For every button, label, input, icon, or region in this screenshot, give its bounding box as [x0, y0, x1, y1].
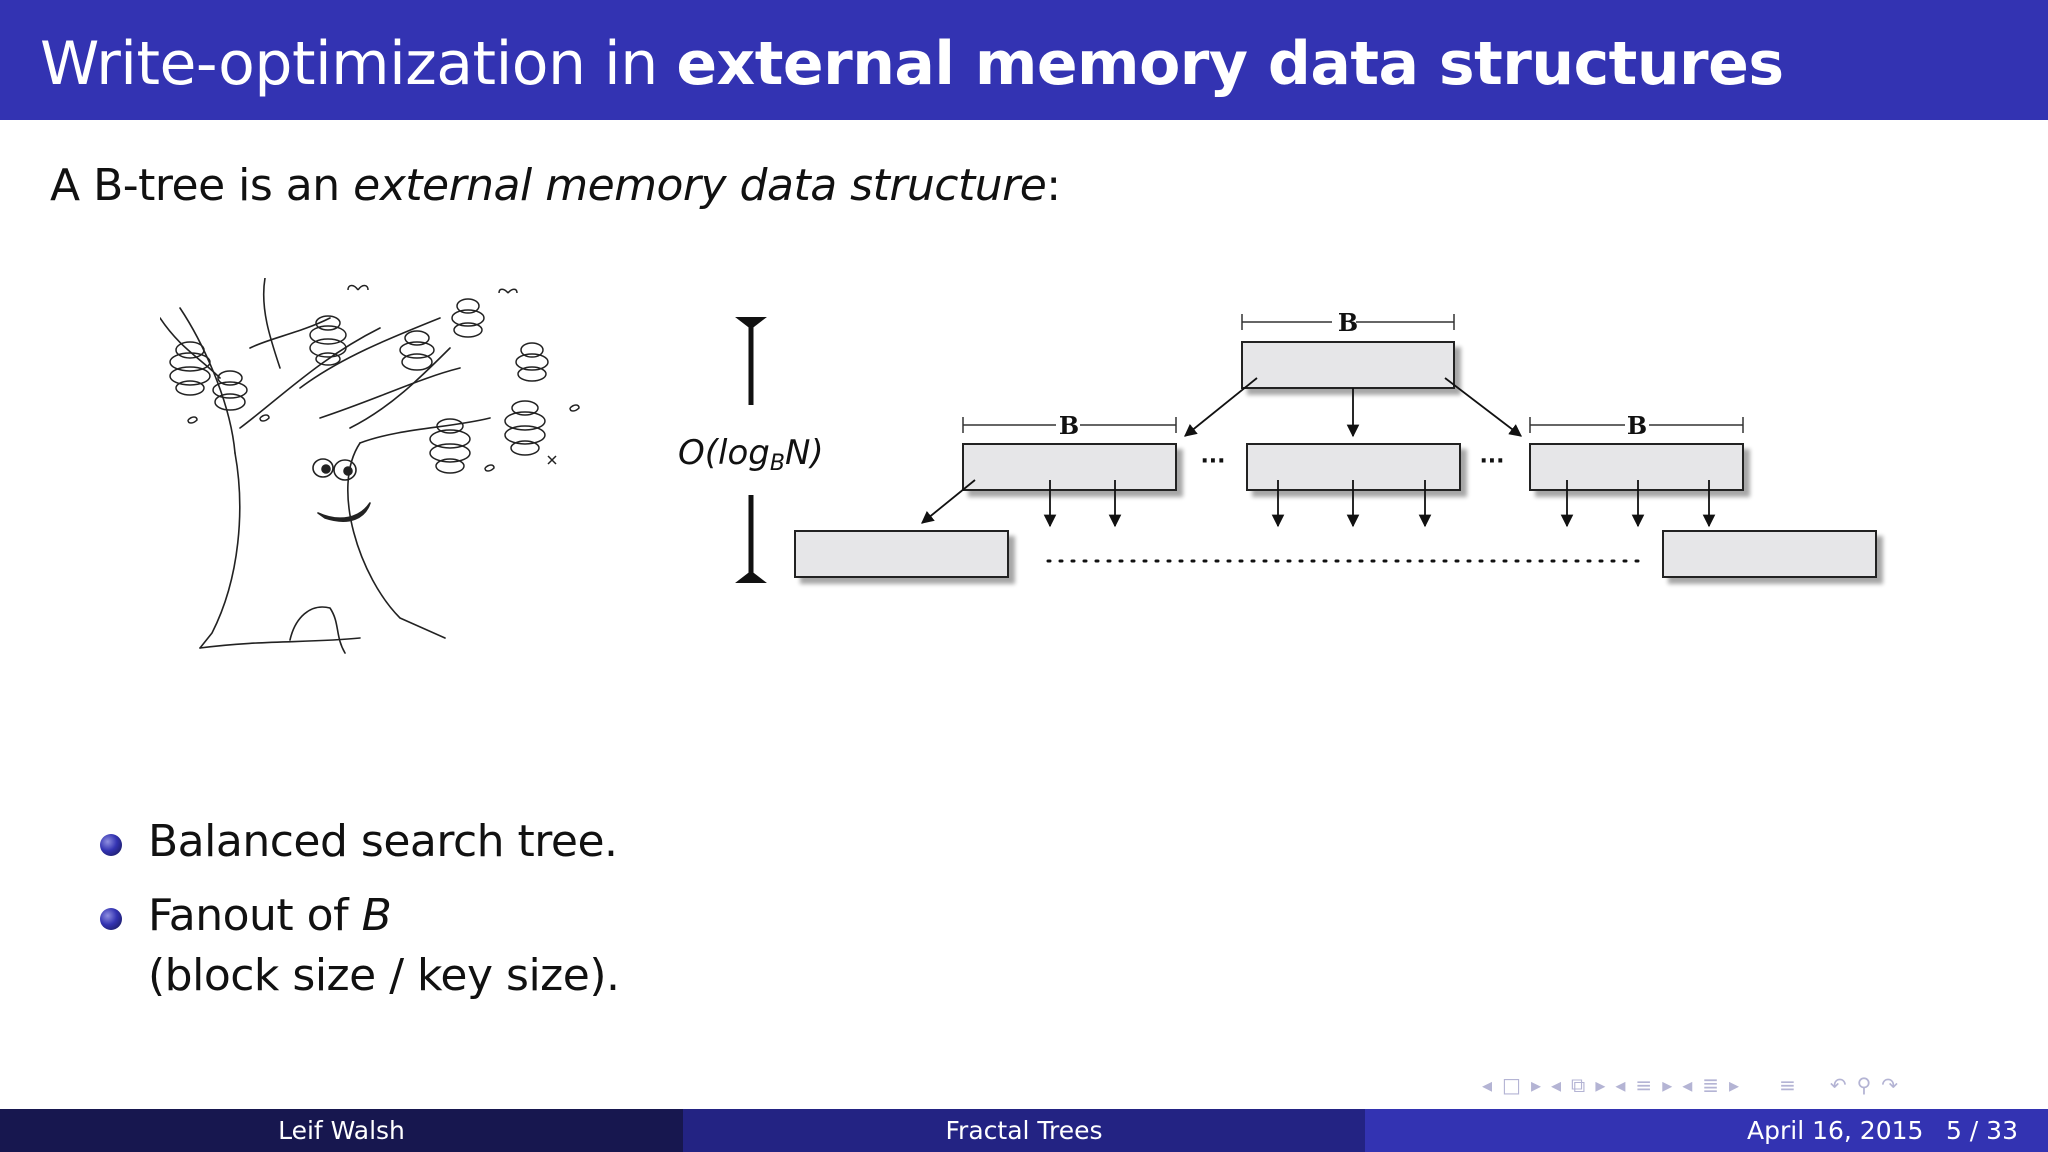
footer-date-page: April 16, 2015 5 / 33: [1365, 1109, 2048, 1152]
beamer-navigation: ◂ □ ▸ ◂ ⧉ ▸ ◂ ≡ ▸ ◂ ≣ ▸ ≡ ↶ ⚲ ↷: [1478, 1070, 1902, 1100]
bullet-text: Balanced search tree.: [148, 816, 618, 867]
title-bold: external memory data structures: [676, 29, 1784, 99]
root-node: [1241, 341, 1455, 389]
bullet-item: Balanced search tree.: [96, 812, 619, 872]
prev-section-icon[interactable]: ◂: [1682, 1073, 1693, 1097]
ellipsis-right: ···: [1479, 449, 1504, 474]
bullet-text: Fanout of B: [148, 890, 392, 941]
next-section-icon[interactable]: ▸: [1729, 1073, 1740, 1097]
title-bar: Write-optimization in external memory da…: [0, 0, 2048, 120]
ellipsis-left: ···: [1200, 449, 1225, 474]
title-plain: Write-optimization in: [40, 29, 658, 99]
next-slide-icon[interactable]: ▸: [1595, 1073, 1606, 1097]
inner-node-right: [1529, 443, 1744, 491]
btree-diagram: O(logBN) B B B ···: [678, 308, 1877, 583]
leaf-node-right: [1662, 530, 1877, 578]
section-icon[interactable]: ≣: [1702, 1073, 1720, 1097]
leaf-node-left: [794, 530, 1009, 578]
bullet-item: Fanout of B (block size / key size).: [96, 886, 620, 1006]
bullet-ball-icon: [100, 834, 122, 856]
slide-title: Write-optimization in external memory da…: [40, 28, 1784, 100]
forward-icon[interactable]: ↷: [1881, 1073, 1899, 1097]
intro-end: :: [1046, 160, 1061, 211]
search-icon[interactable]: ⚲: [1856, 1073, 1872, 1097]
slide-icon[interactable]: ⧉: [1571, 1073, 1586, 1097]
bullet-list: Balanced search tree. Fanout of B (block…: [96, 812, 620, 1020]
toc-icon[interactable]: ≡: [1779, 1073, 1796, 1097]
footer-bar: Leif Walsh Fractal Trees April 16, 2015 …: [0, 1109, 2048, 1152]
subsection-icon[interactable]: ≡: [1635, 1073, 1653, 1097]
next-frame-icon[interactable]: ▸: [1530, 1073, 1541, 1097]
height-bar: [735, 317, 767, 583]
next-subsection-icon[interactable]: ▸: [1662, 1073, 1673, 1097]
block-label-root: B: [1338, 308, 1358, 337]
inner-node-left: [962, 443, 1177, 491]
back-icon[interactable]: ↶: [1829, 1073, 1847, 1097]
intro-text: A B-tree is an external memory data stru…: [50, 158, 1061, 214]
page-number: 5 / 33: [1945, 1116, 2018, 1145]
block-label-right: B: [1627, 411, 1647, 440]
frame-icon[interactable]: □: [1502, 1073, 1521, 1097]
prev-subsection-icon[interactable]: ◂: [1615, 1073, 1626, 1097]
prev-frame-icon[interactable]: ◂: [1482, 1073, 1493, 1097]
footer-date: April 16, 2015: [1747, 1116, 1924, 1145]
bullet-ball-icon: [100, 908, 122, 930]
footer-author: Leif Walsh: [0, 1109, 683, 1152]
intro-plain: A B-tree is an: [50, 160, 340, 211]
intro-italic: external memory data structure: [353, 160, 1047, 211]
tree-illustration: [160, 278, 580, 654]
footer-talk-title: Fractal Trees: [683, 1109, 1365, 1152]
bullet-text-line2: (block size / key size).: [148, 950, 620, 1001]
block-label-left: B: [1059, 411, 1079, 440]
prev-slide-icon[interactable]: ◂: [1551, 1073, 1562, 1097]
height-label: O(logBN): [678, 433, 824, 476]
